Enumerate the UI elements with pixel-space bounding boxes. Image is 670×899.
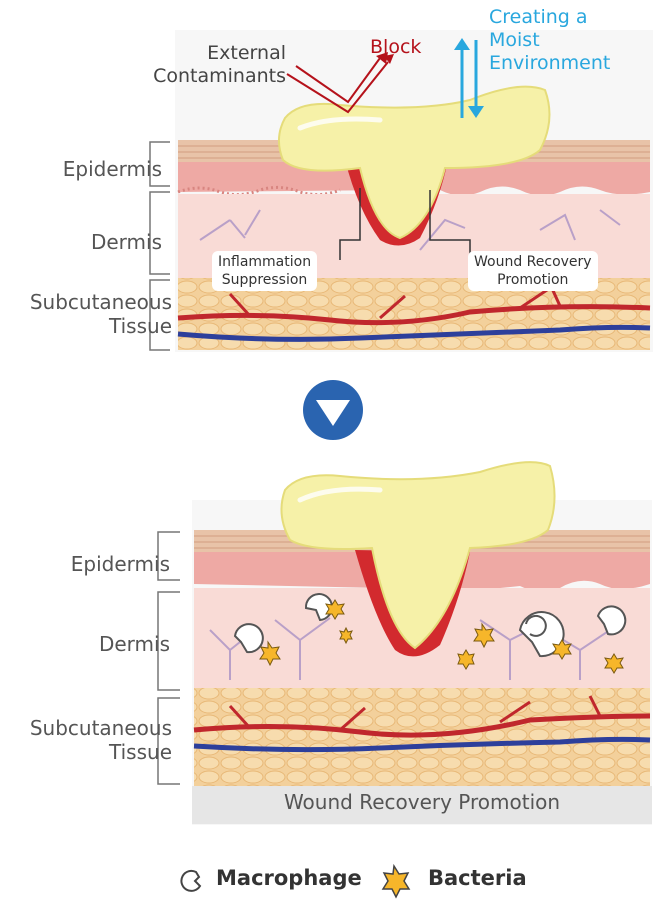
moist-environment-label: Creating a Moist Environment [489,6,611,74]
block-arrows [286,52,394,114]
macrophage-icons [233,593,627,658]
down-arrow-icon [303,380,363,440]
external-contaminants-label: External Contaminants [153,42,286,87]
bacteria-icon [381,863,411,899]
bottom-epidermis-label: Epidermis [70,552,170,576]
macrophage-icon [180,869,202,892]
block-label: Block [370,36,422,58]
legend-bacteria-label: Bacteria [428,866,527,890]
legend-macrophage-label: Macrophage [216,866,362,890]
top-dermis-label: Dermis [90,230,162,254]
inflammation-suppression-label: Inflammation Suppression [212,251,318,291]
bottom-subcutaneous-label: Subcutaneous Tissue [29,716,172,764]
top-subcutaneous-label: Subcutaneous Tissue [29,290,172,338]
bacteria-icons [259,599,624,674]
bottom-panel [157,461,652,825]
bottom-dressing [280,461,556,650]
legend-icons [180,863,411,899]
top-epidermis-label: Epidermis [62,157,162,181]
bottom-dermis-label: Dermis [98,632,170,656]
top-dressing [278,85,551,240]
wound-recovery-promotion-label: Wound Recovery Promotion [468,251,598,291]
moist-arrows [454,38,484,118]
bottom-caption: Wound Recovery Promotion [283,790,561,814]
